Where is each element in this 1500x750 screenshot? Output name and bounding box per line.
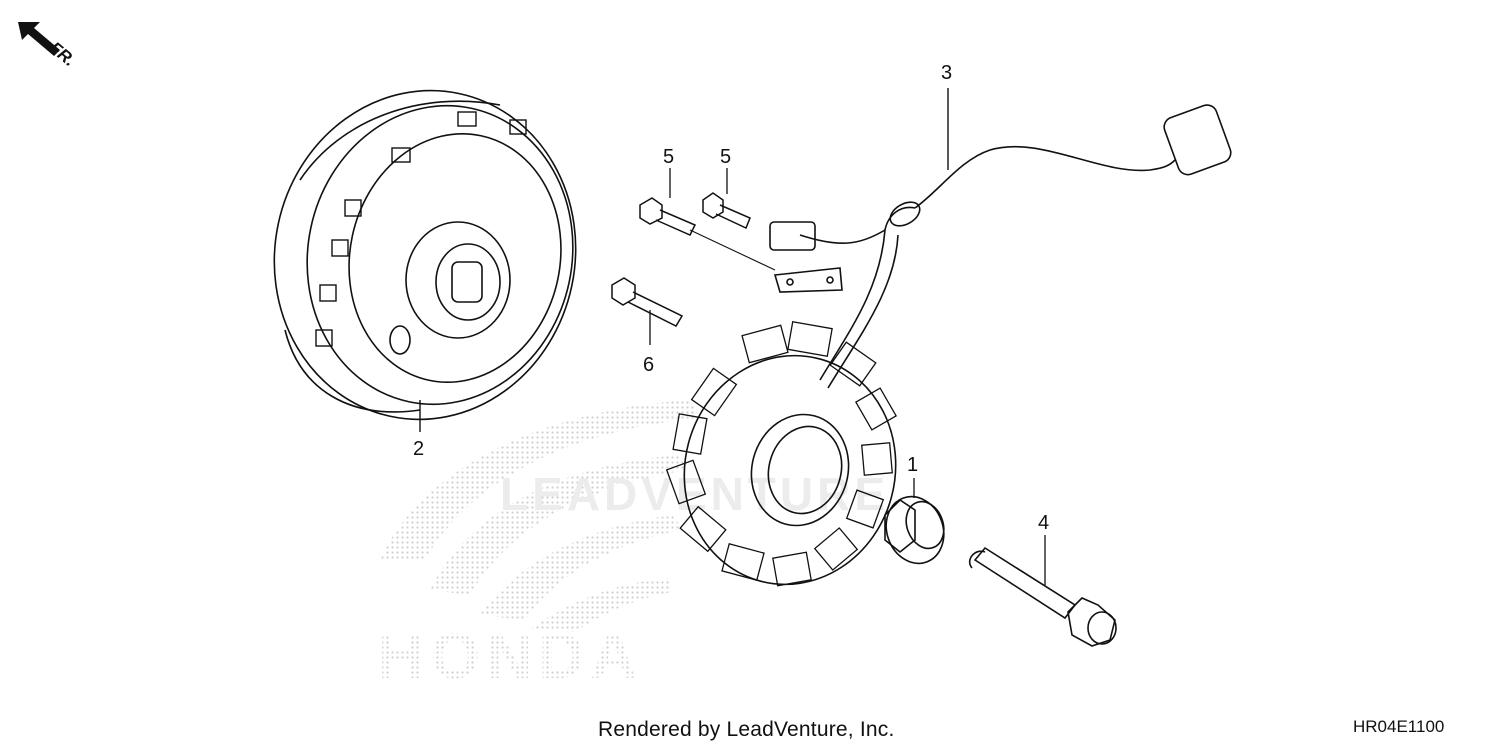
- callout-4[interactable]: 4: [1038, 512, 1050, 534]
- render-credit: Rendered by LeadVenture, Inc.: [598, 718, 895, 741]
- callout-1[interactable]: 1: [907, 454, 919, 476]
- flywheel: [273, 89, 577, 432]
- callout-3[interactable]: 3: [941, 62, 953, 84]
- stator-assembly: [665, 88, 1232, 587]
- honda-watermark-text: HONDA: [378, 620, 643, 692]
- leadventure-watermark: LEADVENTURE: [500, 468, 889, 520]
- callout-2[interactable]: 2: [413, 438, 425, 460]
- callout-6[interactable]: 6: [643, 354, 655, 376]
- flange-nut-1: [884, 478, 945, 565]
- honda-wing-watermark: HONDA: [378, 400, 700, 692]
- bolt-5-left: [639, 168, 776, 271]
- callout-5-right[interactable]: 5: [720, 146, 732, 168]
- callout-5-left[interactable]: 5: [663, 146, 675, 168]
- bolt-5-right: [702, 168, 751, 230]
- diagram-code: HR04E1100: [1353, 717, 1445, 736]
- front-direction-arrow-icon: [18, 22, 60, 56]
- flywheel-bolt-4: [968, 535, 1117, 647]
- bolt-6: [611, 277, 684, 345]
